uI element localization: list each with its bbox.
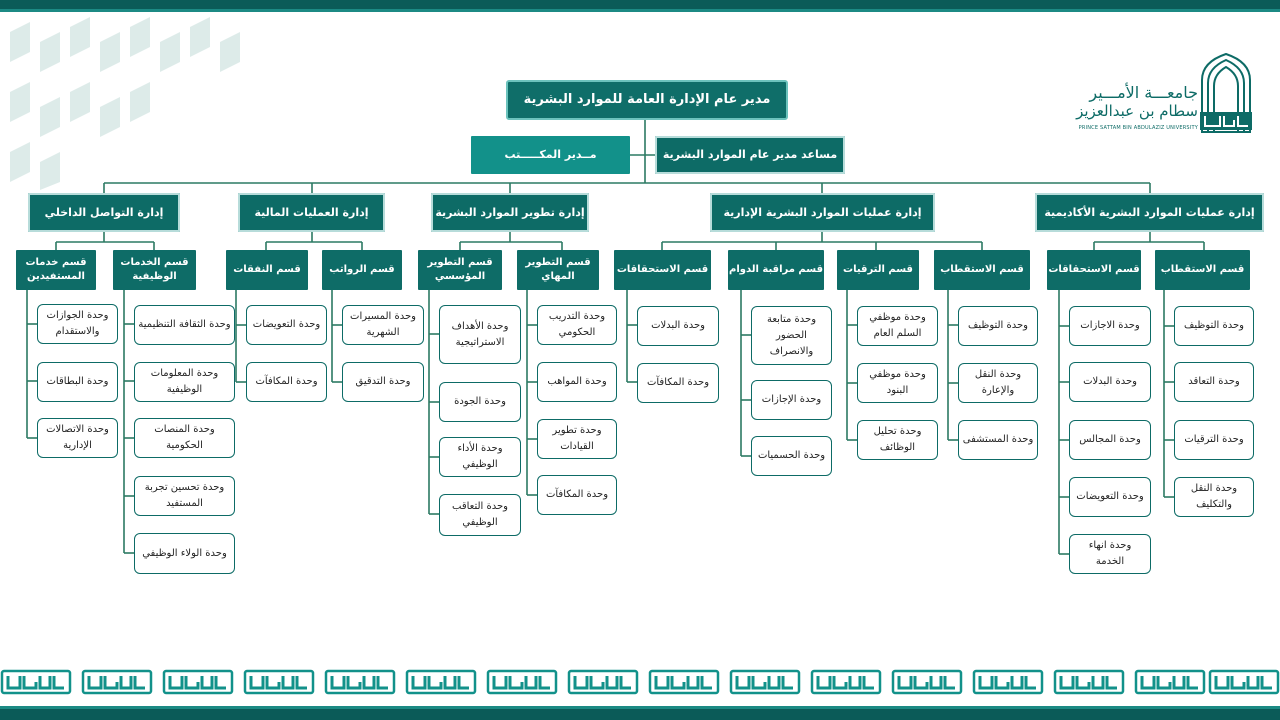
section-attendance-monitoring: قسم مراقبة الدوام: [728, 250, 824, 290]
unit-box: وحدة المنصات الحكومية: [134, 418, 235, 458]
university-logo: [1200, 52, 1252, 133]
footer-stamp-pattern: [0, 669, 1280, 695]
unit-box: وحدة التوظيف: [1174, 306, 1254, 346]
unit-box: وحدة موظفي البنود: [857, 363, 938, 403]
unit-box: وحدة التدريب الحكومي: [537, 305, 617, 345]
section-professional-development: قسم التطوير المهاي: [517, 250, 599, 290]
unit-box: وحدة المستشفى: [958, 420, 1038, 460]
unit-box: وحدة تحسين تجربة المستفيد: [134, 476, 235, 516]
bottom-bar: [0, 706, 1280, 720]
office-manager-box: مــدير المكـــــتب: [471, 136, 630, 174]
unit-box: وحدة البدلات: [637, 306, 719, 346]
unit-box: وحدة الجودة: [439, 382, 521, 422]
logo-name-line2: سطام بن عبدالعزيز: [1076, 102, 1198, 120]
unit-box: وحدة الولاء الوظيفي: [134, 533, 235, 574]
unit-box: وحدة التعويضات: [246, 305, 327, 345]
unit-box: وحدة انهاء الخدمة: [1069, 534, 1151, 574]
unit-box: وحدة المسيرات الشهرية: [342, 305, 424, 345]
decorative-pattern: [10, 17, 240, 190]
assistant-director-box: مساعد مدير عام الموارد البشرية: [655, 136, 845, 174]
unit-box: وحدة المواهب: [537, 362, 617, 402]
unit-box: وحدة التوظيف: [958, 306, 1038, 346]
admin-communication: إدارة التواصل الداخلي: [28, 193, 180, 232]
unit-box: وحدة الاجازات: [1069, 306, 1151, 346]
section-admin-recruitment: قسم الاستقطاب: [934, 250, 1030, 290]
unit-box: وحدة التدقيق: [342, 362, 424, 402]
unit-box: وحدة المجالس: [1069, 420, 1151, 460]
logo-name-english: PRINCE SATTAM BIN ABDULAZIZ UNIVERSITY: [1078, 125, 1198, 131]
unit-box: وحدة المكافآت: [246, 362, 327, 402]
section-institutional-development: قسم التطوير المؤسسي: [418, 250, 502, 290]
unit-box: وحدة البدلات: [1069, 362, 1151, 402]
section-admin-entitlements: قسم الاستحقاقات: [614, 250, 711, 290]
unit-box: وحدة الأداء الوظيفي: [439, 437, 521, 477]
unit-box: وحدة الحسميات: [751, 436, 832, 476]
unit-box: وحدة الاتصالات الإدارية: [37, 418, 118, 458]
section-academic-recruitment: قسم الاستقطاب: [1155, 250, 1250, 290]
unit-box: وحدة المعلومات الوظيفية: [134, 362, 235, 402]
director-box: مدير عام الإدارة العامة للموارد البشرية: [506, 80, 788, 120]
unit-box: وحدة النقل والتكليف: [1174, 477, 1254, 517]
unit-box: وحدة المكافآت: [537, 475, 617, 515]
unit-box: وحدة الأهداف الاستراتيجية: [439, 305, 521, 364]
bottom-bar-accent: [0, 706, 1280, 709]
logo-name-line1: جامعـــة الأمـــير: [1089, 83, 1198, 102]
admin-development: إدارة تطوير الموارد البشرية: [431, 193, 589, 232]
section-employee-services: قسم الخدمات الوظيفية: [113, 250, 196, 290]
unit-box: وحدة النقل والإعارة: [958, 363, 1038, 403]
unit-box: وحدة الإجازات: [751, 380, 832, 420]
unit-box: وحدة الجوازات والاستقدام: [37, 304, 118, 344]
admin-financial: إدارة العمليات المالية: [238, 193, 385, 232]
unit-box: وحدة التعاقد: [1174, 362, 1254, 402]
unit-box: وحدة البطاقات: [37, 362, 118, 402]
admin-administrative: إدارة عمليات الموارد البشرية الإدارية: [710, 193, 935, 232]
unit-box: وحدة المكافآت: [637, 363, 719, 403]
unit-box: وحدة الترقيات: [1174, 420, 1254, 460]
unit-box: وحدة الثقافة التنظيمية: [134, 305, 235, 345]
unit-box: وحدة تحليل الوظائف: [857, 420, 938, 460]
top-bar-accent: [0, 9, 1280, 12]
footer-logo-strip: [0, 669, 1280, 697]
unit-box: وحدة التعاقب الوظيفي: [439, 494, 521, 536]
unit-box: وحدة موظفي السلم العام: [857, 306, 938, 346]
section-academic-entitlements: قسم الاستحقاقات: [1047, 250, 1141, 290]
section-beneficiary-services: قسم خدمات المستفيدين: [16, 250, 96, 290]
unit-box: وحدة متابعة الحضور والانصراف: [751, 306, 832, 365]
section-salaries: قسم الرواتب: [322, 250, 402, 290]
section-expenses: قسم النفقات: [226, 250, 308, 290]
unit-box: وحدة تطوير القيادات: [537, 419, 617, 459]
section-admin-promotions: قسم الترقيات: [837, 250, 919, 290]
unit-box: وحدة التعويضات: [1069, 477, 1151, 517]
admin-academic: إدارة عمليات الموارد البشرية الأكاديمية: [1035, 193, 1264, 232]
